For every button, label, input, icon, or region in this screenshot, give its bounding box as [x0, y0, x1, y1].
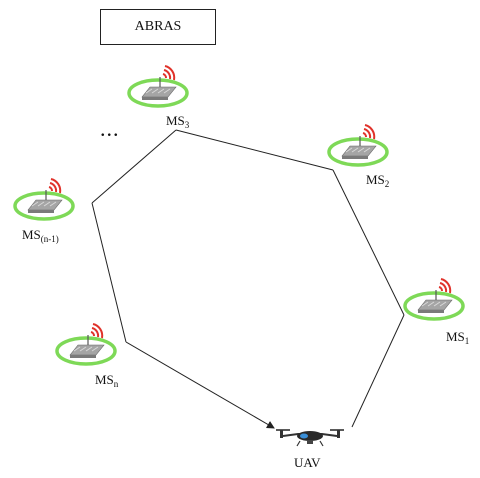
- path-segment: [332, 169, 405, 316]
- label-ms-n-minus-1: MS(n-1): [22, 227, 59, 244]
- title-box: ABRAS: [100, 9, 216, 45]
- label-ms1: MS1: [446, 329, 470, 346]
- station-ms1-icon: [403, 277, 465, 321]
- station-ms3-icon: [127, 64, 189, 108]
- path-arrow: [125, 341, 275, 429]
- label-ms2: MS2: [366, 172, 390, 189]
- path-segment: [175, 129, 334, 171]
- path-segment: [91, 129, 177, 204]
- flight-path: [91, 129, 405, 429]
- label-ms3: MS3: [166, 113, 190, 130]
- label-ms-n: MSn: [95, 372, 119, 389]
- station-msn1-icon: [13, 177, 75, 221]
- path-segment: [351, 314, 405, 428]
- label-uav: UAV: [294, 455, 321, 470]
- station-msn-icon: [55, 322, 117, 366]
- station-ms2-icon: [327, 123, 389, 167]
- path-segment: [91, 202, 127, 343]
- uav-drone-icon: [276, 429, 344, 447]
